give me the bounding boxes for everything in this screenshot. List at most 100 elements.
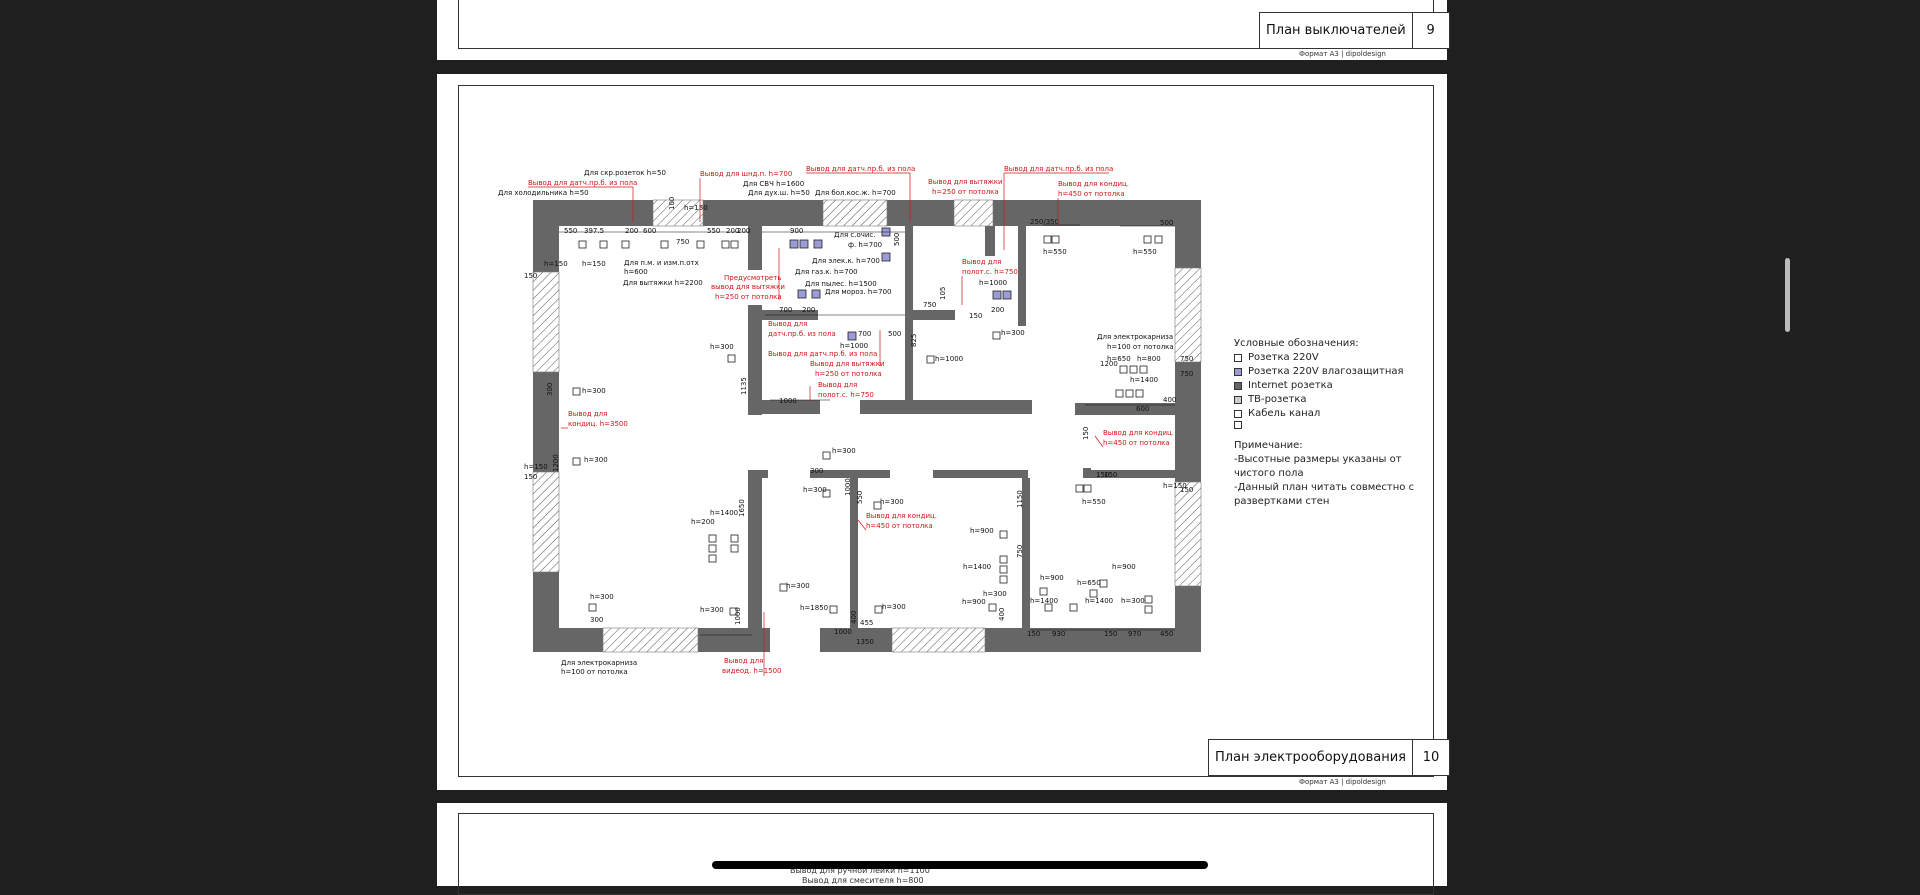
svg-text:h=300: h=300 xyxy=(880,498,904,506)
svg-text:Вывод для: Вывод для xyxy=(818,381,857,389)
svg-text:h=300: h=300 xyxy=(1121,597,1145,605)
legend-heading: Условные обозначения: xyxy=(1234,338,1359,349)
svg-text:h=300: h=300 xyxy=(983,590,1007,598)
svg-text:1350: 1350 xyxy=(856,638,874,646)
svg-text:h=300: h=300 xyxy=(786,582,810,590)
svg-text:датч.пр.б. из пола: датч.пр.б. из пола xyxy=(768,330,836,338)
svg-text:550: 550 xyxy=(707,227,720,235)
svg-text:Вывод для шнд.п. h=700: Вывод для шнд.п. h=700 xyxy=(700,170,792,178)
svg-text:200: 200 xyxy=(737,227,750,235)
svg-text:100: 100 xyxy=(668,197,676,210)
svg-text:ф. h=700: ф. h=700 xyxy=(848,241,882,249)
svg-text:h=250 от потолка: h=250 от потолка xyxy=(715,293,782,301)
svg-text:h=300: h=300 xyxy=(590,593,614,601)
sheet-frame xyxy=(458,813,1434,895)
svg-text:Для п.м. и изм.п.отх: Для п.м. и изм.п.отх xyxy=(624,259,699,267)
sheet-title: План выключателей xyxy=(1260,13,1413,48)
svg-text:h=300: h=300 xyxy=(582,387,606,395)
svg-text:750: 750 xyxy=(676,238,689,246)
svg-text:400: 400 xyxy=(1163,396,1176,404)
legend-item: Кабель канал xyxy=(1234,407,1414,421)
svg-text:Для с.очис.: Для с.очис. xyxy=(834,231,876,239)
svg-text:550: 550 xyxy=(564,227,577,235)
svg-text:h=250 от потолка: h=250 от потолка xyxy=(815,370,882,378)
svg-text:Для мороз. h=700: Для мороз. h=700 xyxy=(825,288,892,296)
svg-text:h=150: h=150 xyxy=(544,260,568,268)
svg-text:h=1400: h=1400 xyxy=(1085,597,1113,605)
svg-text:h=900: h=900 xyxy=(1112,563,1136,571)
sheet-number: 9 xyxy=(1426,23,1435,38)
svg-text:750: 750 xyxy=(1016,545,1024,558)
svg-text:900: 900 xyxy=(790,227,803,235)
svg-text:150: 150 xyxy=(1180,486,1193,494)
bottom-note: Вывод для ручной лейки h=1100 xyxy=(790,866,930,875)
svg-text:h=1400: h=1400 xyxy=(1030,597,1058,605)
wet-socket-icon xyxy=(1234,368,1242,376)
svg-text:150: 150 xyxy=(1096,471,1109,479)
socket-icon xyxy=(1234,354,1242,362)
drawing-sheet-switches: План выключателей 9 Формат А3 | dipoldes… xyxy=(437,0,1450,60)
svg-text:500: 500 xyxy=(1160,219,1173,227)
internet-socket-icon xyxy=(1234,382,1242,390)
svg-text:h=300: h=300 xyxy=(700,606,724,614)
svg-text:Вывод для датч.пр.б. из пола: Вывод для датч.пр.б. из пола xyxy=(1004,165,1113,173)
svg-text:Вывод для датч.пр.б. из пола: Вывод для датч.пр.б. из пола xyxy=(806,165,915,173)
note-heading: Примечание: xyxy=(1234,440,1303,451)
svg-text:h=550: h=550 xyxy=(1133,248,1157,256)
drawing-sheet-electrical: План электрооборудования 10 Формат А3 | … xyxy=(437,74,1450,790)
svg-text:455: 455 xyxy=(860,619,873,627)
walls xyxy=(533,200,1201,652)
svg-text:970: 970 xyxy=(1128,630,1141,638)
svg-text:h=150: h=150 xyxy=(524,463,548,471)
svg-text:Вывод для: Вывод для xyxy=(568,410,607,418)
legend-item: Internet розетка xyxy=(1234,379,1414,393)
svg-text:600: 600 xyxy=(1136,405,1149,413)
svg-text:h=1400: h=1400 xyxy=(1130,376,1158,384)
svg-text:150: 150 xyxy=(1104,630,1117,638)
svg-text:h=300: h=300 xyxy=(1001,329,1025,337)
svg-text:1200: 1200 xyxy=(1100,360,1118,368)
svg-text:Вывод для вытяжки: Вывод для вытяжки xyxy=(928,178,1003,186)
svg-text:930: 930 xyxy=(1052,630,1065,638)
svg-text:Вывод для датч.пр.б. из пола: Вывод для датч.пр.б. из пола xyxy=(528,179,637,187)
note-line: -Данный план читать совместно с xyxy=(1234,482,1415,493)
svg-text:h=150: h=150 xyxy=(582,260,606,268)
svg-text:1200: 1200 xyxy=(552,454,560,472)
home-indicator[interactable] xyxy=(712,861,1208,869)
svg-text:300: 300 xyxy=(546,383,554,396)
black-notes: Для скр.розеток h=50 Для холодильника h=… xyxy=(498,169,1174,676)
svg-text:Для дух.ш. h=50: Для дух.ш. h=50 xyxy=(748,189,810,197)
svg-text:h=1400: h=1400 xyxy=(710,509,738,517)
svg-text:h=300: h=300 xyxy=(832,447,856,455)
svg-text:Вывод для кондиц.: Вывод для кондиц. xyxy=(866,512,937,520)
svg-text:1135: 1135 xyxy=(740,377,748,395)
svg-text:450: 450 xyxy=(1160,630,1173,638)
note-line: развертками стен xyxy=(1234,496,1330,507)
svg-text:h=900: h=900 xyxy=(962,598,986,606)
svg-text:Вывод для: Вывод для xyxy=(724,657,763,665)
svg-text:Для электрокарниза: Для электрокарниза xyxy=(1097,333,1173,341)
note-line: чистого пола xyxy=(1234,468,1304,479)
legend-item: Розетка 220V xyxy=(1234,351,1414,365)
svg-text:150: 150 xyxy=(1027,630,1040,638)
svg-text:105: 105 xyxy=(939,287,947,300)
svg-text:825: 825 xyxy=(910,334,918,347)
svg-text:Для скр.розеток h=50: Для скр.розеток h=50 xyxy=(584,169,666,177)
svg-text:150: 150 xyxy=(1082,427,1090,440)
svg-text:вывод для вытяжки: вывод для вытяжки xyxy=(711,283,785,291)
svg-text:Вывод для датч.пр.б. из пола: Вывод для датч.пр.б. из пола xyxy=(768,350,877,358)
svg-text:150: 150 xyxy=(524,272,537,280)
svg-text:750: 750 xyxy=(1180,355,1193,363)
svg-text:150: 150 xyxy=(524,473,537,481)
cable-channel-icon xyxy=(1234,410,1242,418)
svg-text:500: 500 xyxy=(893,233,901,246)
svg-text:h=1850: h=1850 xyxy=(800,604,828,612)
svg-text:250/350: 250/350 xyxy=(1030,218,1059,226)
drawing-sheet-next xyxy=(437,803,1447,895)
svg-text:Вывод для вытяжки: Вывод для вытяжки xyxy=(810,360,885,368)
svg-text:150: 150 xyxy=(1104,471,1117,479)
scrollbar[interactable] xyxy=(1785,258,1790,332)
svg-text:h=550: h=550 xyxy=(1043,248,1067,256)
title-block: План электрооборудования 10 xyxy=(1208,739,1450,776)
